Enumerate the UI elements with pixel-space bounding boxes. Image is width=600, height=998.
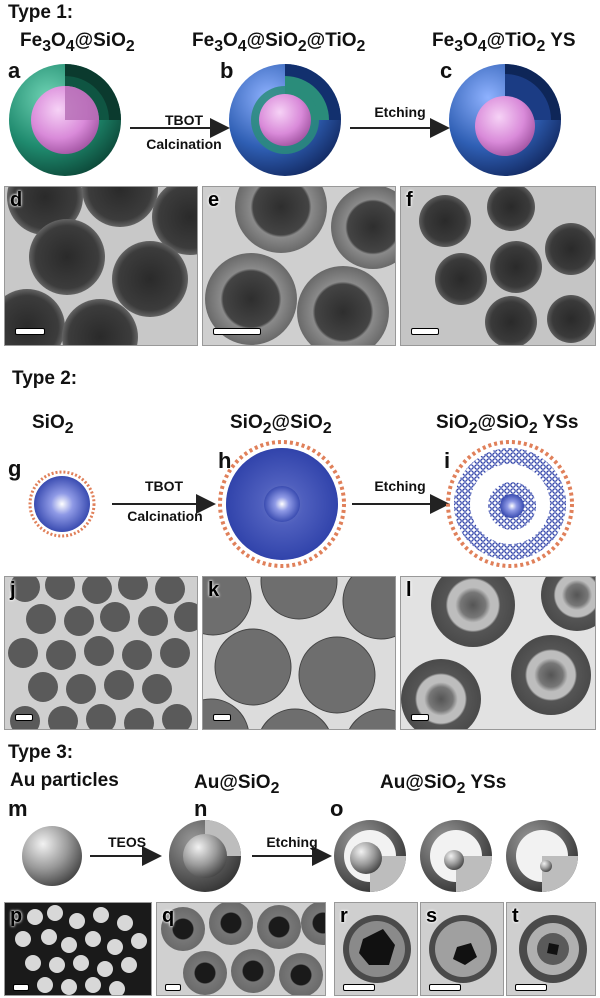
type1-arrow2-top: Etching xyxy=(374,104,426,120)
micrograph-d: d xyxy=(4,186,198,346)
micrograph-e: e xyxy=(202,186,396,346)
micrograph-label-e: e xyxy=(208,189,220,211)
scale-bar xyxy=(213,328,261,335)
scale-bar xyxy=(515,984,547,991)
type1-header-c: Fe3O4@TiO2 YS xyxy=(432,30,576,55)
type3-arrow2-top: Etching xyxy=(266,834,318,850)
scale-bar xyxy=(343,984,375,991)
sphere-a xyxy=(9,64,121,176)
panel-label-g: g xyxy=(8,456,22,481)
micrograph-label-r: r xyxy=(340,905,348,927)
type1-arrow1-top: TBOT xyxy=(164,112,204,128)
scale-bar xyxy=(15,328,45,335)
type2-arrow1-bottom: Calcination xyxy=(127,508,203,524)
type2-header-g: SiO2 xyxy=(32,412,74,437)
micrograph-label-k: k xyxy=(208,579,220,601)
micrograph-label-j: j xyxy=(10,579,16,601)
scale-bar xyxy=(165,984,181,991)
type3-header-n: Au@SiO2 xyxy=(194,772,280,797)
micrograph-label-f: f xyxy=(406,189,413,211)
micrograph-label-d: d xyxy=(10,189,23,211)
micrograph-k: k xyxy=(202,576,396,730)
micrograph-j: j xyxy=(4,576,198,730)
type2-title: Type 2: xyxy=(12,368,78,389)
scale-bar xyxy=(411,714,429,721)
micrograph-label-p: p xyxy=(10,905,23,927)
micrograph-label-t: t xyxy=(512,905,519,927)
type2-arrow2-top: Etching xyxy=(374,478,426,494)
type1-title: Type 1: xyxy=(8,2,74,23)
type2-header-i: SiO2@SiO2 YSs xyxy=(436,412,579,437)
micrograph-s: s xyxy=(420,902,504,996)
type2-header-h: SiO2@SiO2 xyxy=(230,412,332,437)
scale-bar xyxy=(411,328,439,335)
panel-label-a: a xyxy=(8,58,21,83)
type2-schematic xyxy=(28,440,574,568)
panel-label-c: c xyxy=(440,58,453,83)
micrograph-l: l xyxy=(400,576,596,730)
type3-header-m: Au particles xyxy=(10,770,119,791)
scale-bar xyxy=(15,714,33,721)
panel-label-h: h xyxy=(218,448,232,473)
scale-bar xyxy=(13,984,29,991)
type1-schematic xyxy=(9,64,561,176)
panel-label-b: b xyxy=(220,58,234,83)
panel-label-o: o xyxy=(330,796,344,821)
micrograph-label-l: l xyxy=(406,579,412,601)
type1-header-a: Fe3O4@SiO2 xyxy=(20,30,135,55)
type2-arrow1-top: TBOT xyxy=(144,478,184,494)
type3-arrow1-top: TEOS xyxy=(107,834,147,850)
type3-header-o: Au@SiO2 YSs xyxy=(380,772,507,797)
micrograph-q: q xyxy=(156,902,326,996)
micrograph-p: p xyxy=(4,902,152,996)
type1-arrow1-bottom: Calcination xyxy=(146,136,222,152)
scale-bar xyxy=(213,714,231,721)
scale-bar xyxy=(429,984,461,991)
sphere-b xyxy=(229,64,341,176)
type3-title: Type 3: xyxy=(8,742,74,763)
micrograph-label-s: s xyxy=(426,905,438,927)
micrograph-r: r xyxy=(334,902,418,996)
type1-header-b: Fe3O4@SiO2@TiO2 xyxy=(192,30,366,55)
micrograph-f: f xyxy=(400,186,596,346)
type3-schematic xyxy=(22,820,578,892)
panel-label-n: n xyxy=(194,796,208,821)
sphere-c xyxy=(449,64,561,176)
panel-label-i: i xyxy=(444,448,451,473)
micrograph-label-q: q xyxy=(162,905,175,927)
panel-label-m: m xyxy=(8,796,28,821)
micrograph-t: t xyxy=(506,902,596,996)
